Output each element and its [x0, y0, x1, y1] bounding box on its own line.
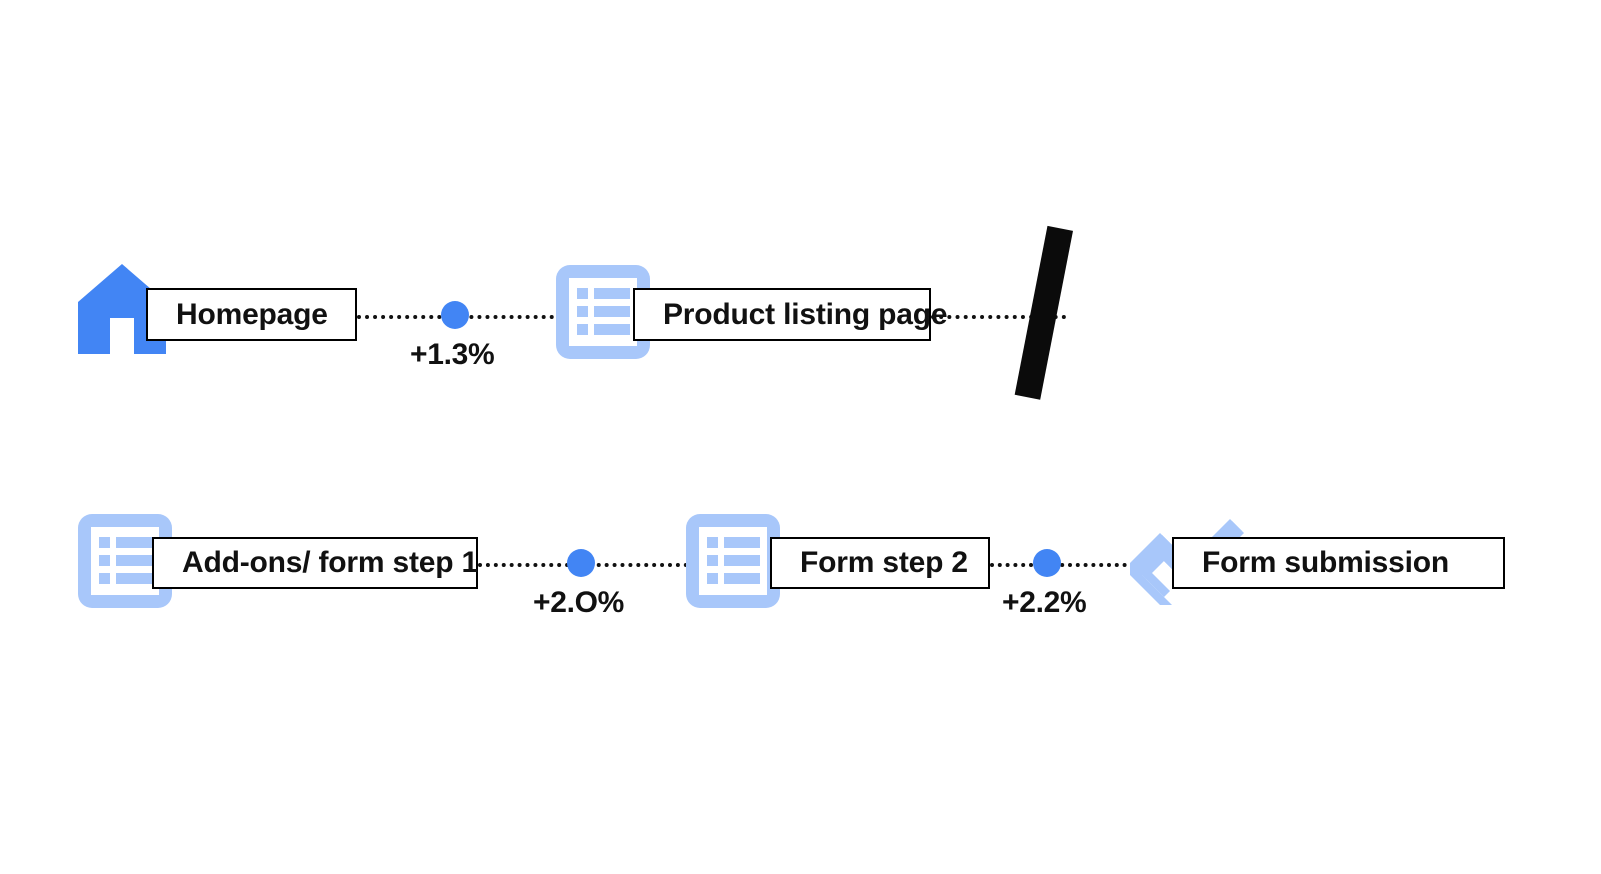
- node-add-ons-form-step-1[interactable]: Add-ons/ form step 1: [152, 537, 478, 589]
- node-add-ons-form-step-1-label: Add-ons/ form step 1: [182, 546, 479, 579]
- node-form-submission[interactable]: Form submission: [1172, 537, 1505, 589]
- delta-label-3: +2.2%: [1002, 586, 1087, 619]
- node-product-listing-page-label: Product listing page: [663, 297, 948, 331]
- delta-label-1: +1.3%: [410, 338, 495, 371]
- node-form-submission-label: Form submission: [1202, 546, 1450, 579]
- house-icon: [76, 262, 168, 354]
- step-dot-3[interactable]: [1033, 549, 1061, 577]
- list-document-icon: [686, 514, 780, 608]
- node-product-listing-page[interactable]: Product listing page: [633, 288, 948, 341]
- step-dot-2[interactable]: [567, 549, 595, 577]
- connector-form-step-2-to-form-submission: [990, 563, 1158, 567]
- delta-label-2: +2.O%: [533, 586, 625, 619]
- node-form-step-2-label: Form step 2: [800, 546, 968, 579]
- node-homepage[interactable]: Homepage: [146, 288, 357, 341]
- list-document-icon: [78, 514, 172, 608]
- step-dot-1[interactable]: [441, 301, 469, 329]
- node-homepage-label: Homepage: [176, 297, 328, 331]
- slash-icon: [990, 215, 1100, 415]
- node-form-step-2[interactable]: Form step 2: [770, 537, 990, 589]
- connector-product-listing-to-continuation: [931, 315, 1066, 319]
- list-document-icon: [556, 265, 650, 359]
